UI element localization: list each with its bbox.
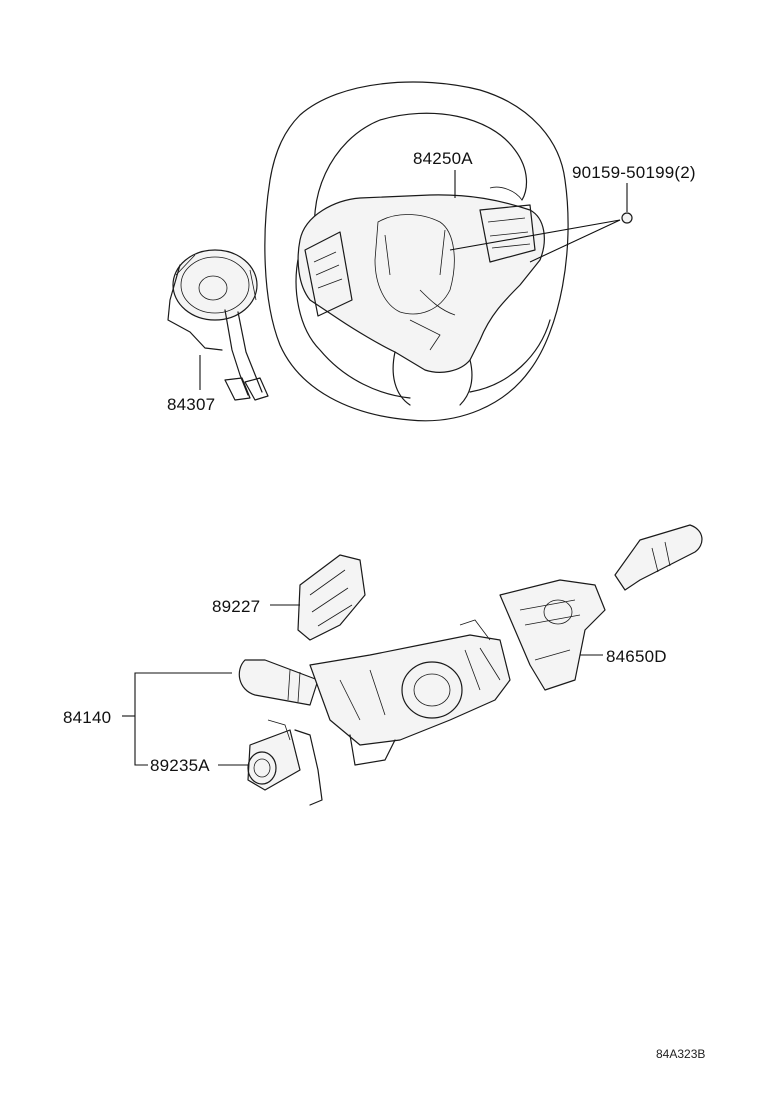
callout-84250a: 84250A — [413, 149, 473, 168]
callout-90159-50199: 90159-50199(2) — [572, 163, 696, 182]
callout-89227: 89227 — [212, 597, 260, 616]
combination-switch-drawing — [122, 619, 511, 766]
callout-84140: 84140 — [63, 708, 111, 727]
diagram-code: 84A323B — [656, 1047, 705, 1061]
spiral-cable-drawing — [167, 249, 269, 401]
sensor-drawing — [218, 719, 323, 806]
callout-89235a: 89235A — [150, 756, 210, 775]
bracket-drawing — [270, 554, 366, 641]
callout-84650d: 84650D — [606, 647, 667, 666]
callout-84307: 84307 — [167, 395, 215, 414]
wiper-switch-drawing — [499, 524, 703, 691]
steering-wheel-drawing — [264, 81, 633, 422]
